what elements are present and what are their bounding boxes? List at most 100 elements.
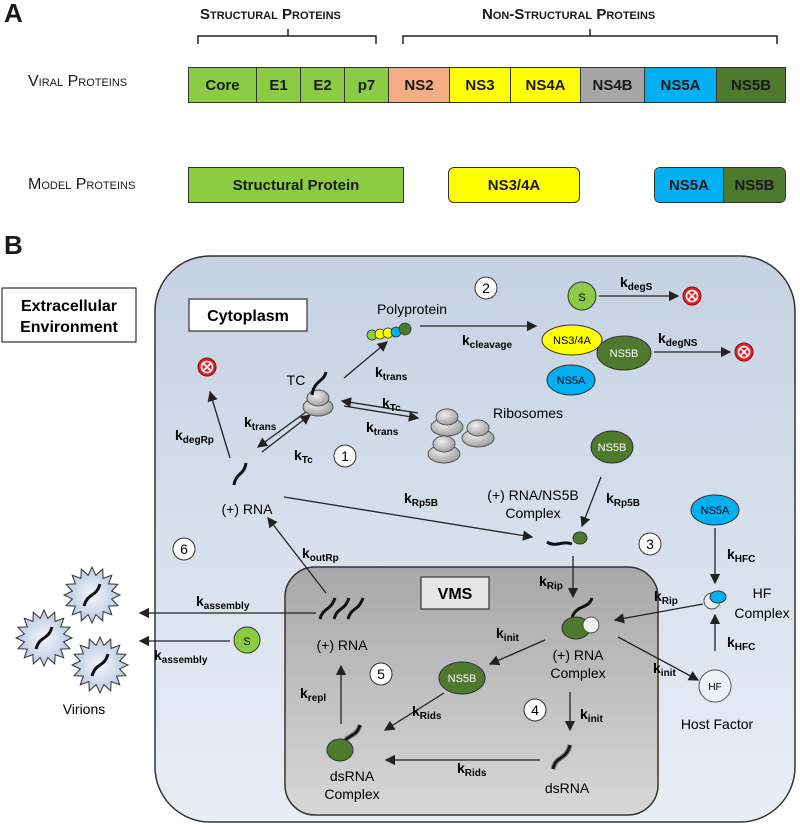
rate-kdegrp: kdegRp bbox=[175, 427, 214, 446]
rate-khfc-bottom: kHFC bbox=[727, 634, 755, 653]
segment-ns4b: NS4B bbox=[581, 68, 645, 102]
translation-complex-icon bbox=[302, 371, 334, 417]
s-protein-icon bbox=[233, 626, 261, 654]
step-6-circle bbox=[172, 537, 196, 561]
hf-complex-icon bbox=[703, 590, 727, 610]
arrow-rna-tc bbox=[261, 414, 312, 453]
degrade-icon bbox=[682, 286, 702, 306]
arrow-outRp bbox=[267, 516, 327, 594]
rna-complex-label-2: Complex bbox=[550, 665, 605, 681]
step-5-circle bbox=[369, 662, 393, 686]
plus-rna-label: (+) RNA bbox=[222, 501, 274, 517]
hf-complex-label-1: HF bbox=[753, 585, 772, 601]
viral-proteins-label: Viral Proteins bbox=[28, 73, 128, 90]
plus-rna-icon bbox=[232, 462, 248, 486]
model-ns5a: NS5A bbox=[655, 168, 724, 202]
panel-b-letter: B bbox=[4, 230, 23, 260]
step-6-label: 6 bbox=[180, 541, 188, 557]
arrow-tc-rna bbox=[256, 411, 307, 448]
arrow-rids-ns5b bbox=[383, 692, 445, 731]
tc-label: TC bbox=[287, 372, 306, 388]
arrow-ribosomes-tc bbox=[340, 397, 419, 414]
extracellular-box bbox=[1, 287, 137, 343]
arrow-ns5b-complex bbox=[580, 476, 602, 528]
ns5a-icon bbox=[690, 494, 740, 526]
rna-ns5b-complex-icon bbox=[546, 531, 588, 546]
hf-complex-label-2: Complex bbox=[734, 605, 789, 621]
structural-header: Structural Proteins bbox=[200, 6, 341, 23]
vms-label: VMS bbox=[438, 586, 473, 603]
rate-kinit-ns5b: kinit bbox=[496, 625, 519, 644]
ns5a-label: NS5A bbox=[557, 375, 586, 387]
rate-kcleavage: kcleavage bbox=[462, 332, 512, 351]
rate-krp5b: kRp5B bbox=[404, 490, 438, 509]
s-protein-icon bbox=[567, 281, 597, 311]
s-protein-label-2: S bbox=[243, 636, 250, 648]
cytoplasm-box bbox=[188, 298, 308, 332]
rate-krepl: krepl bbox=[300, 685, 326, 704]
segment-ns3: NS3 bbox=[450, 68, 511, 102]
plus-rna-complex-icon bbox=[561, 597, 600, 640]
virions-label: Virions bbox=[63, 701, 106, 717]
rate-koutrp: koutRp bbox=[302, 545, 339, 564]
arrow-hfcomplex-rnacomplex bbox=[613, 603, 704, 624]
nonstructural-header: Non-Structural Proteins bbox=[482, 6, 656, 23]
model-ns5b: NS5B bbox=[723, 168, 785, 202]
rate-ktc-rna: kTc bbox=[294, 447, 313, 466]
rate-kassembly-s: kassembly bbox=[154, 647, 208, 666]
host-factor-icon bbox=[698, 669, 732, 703]
dsrna-label: dsRNA bbox=[545, 780, 590, 796]
rna-complex-label-1: (+) RNA bbox=[553, 647, 605, 663]
model-ns5-bar: NS5A NS5B bbox=[654, 167, 786, 203]
ribosomes-label: Ribosomes bbox=[493, 405, 563, 421]
polyprotein-label: Polyprotein bbox=[377, 301, 447, 317]
rate-krip-hf: kRip bbox=[654, 588, 678, 607]
ribosomes-icon bbox=[427, 408, 495, 464]
cytoplasm-label: Cytoplasm bbox=[207, 308, 289, 325]
segment-core: Core bbox=[189, 68, 257, 102]
virion-icon bbox=[70, 635, 130, 695]
extracellular-line2: Environment bbox=[20, 319, 118, 336]
polyprotein-icon bbox=[366, 322, 412, 341]
vms-plus-rna-label: (+) RNA bbox=[317, 637, 369, 653]
rate-kdegns: kdegNS bbox=[658, 330, 698, 349]
s-protein-label: S bbox=[578, 292, 585, 304]
arrow-init-ns5b bbox=[488, 639, 546, 666]
panel-a-braces bbox=[197, 29, 778, 44]
rna-ns5b-complex-label-2: Complex bbox=[505, 505, 560, 521]
dsrna-icon bbox=[550, 744, 573, 770]
step-1-label: 1 bbox=[341, 448, 349, 464]
ns5a-icon bbox=[546, 364, 596, 396]
dsrna-complex-label-1: dsRNA bbox=[330, 768, 375, 784]
step-5-label: 5 bbox=[377, 666, 385, 682]
segment-e1: E1 bbox=[257, 68, 301, 102]
segment-p7: p7 bbox=[345, 68, 389, 102]
dsrna-complex-label-2: Complex bbox=[324, 786, 379, 802]
virion-icon bbox=[62, 565, 122, 625]
panel-a-letter: A bbox=[4, 0, 23, 28]
step-3-label: 3 bbox=[646, 536, 654, 552]
step-2-label: 2 bbox=[482, 280, 490, 296]
model-ns34a: NS3/4A bbox=[448, 167, 580, 203]
step-4-circle bbox=[523, 698, 547, 722]
segment-ns5b: NS5B bbox=[717, 68, 785, 102]
rate-ktrans-polyprotein: ktrans bbox=[375, 364, 408, 383]
rate-khfc-top: kHFC bbox=[727, 546, 755, 565]
ns5b-label: NS5B bbox=[610, 348, 639, 360]
rate-kassembly-rna: kassembly bbox=[196, 593, 250, 612]
dsrna-complex-icon bbox=[326, 724, 363, 762]
arrow-degRp bbox=[207, 390, 231, 459]
structural-brace bbox=[197, 29, 377, 44]
vms-box bbox=[420, 576, 490, 610]
ns5b-icon bbox=[438, 661, 486, 695]
degrade-icon bbox=[197, 357, 217, 377]
ns5b-icon bbox=[590, 430, 634, 464]
rate-ktc-ribo: kTc bbox=[382, 395, 401, 414]
segment-ns5a: NS5A bbox=[645, 68, 717, 102]
segment-ns2: NS2 bbox=[389, 68, 450, 102]
hf-label: HF bbox=[708, 682, 721, 693]
model-proteins-label: Model Proteins bbox=[28, 176, 136, 193]
virion-icon bbox=[14, 608, 74, 668]
nonstructural-brace bbox=[402, 29, 778, 44]
